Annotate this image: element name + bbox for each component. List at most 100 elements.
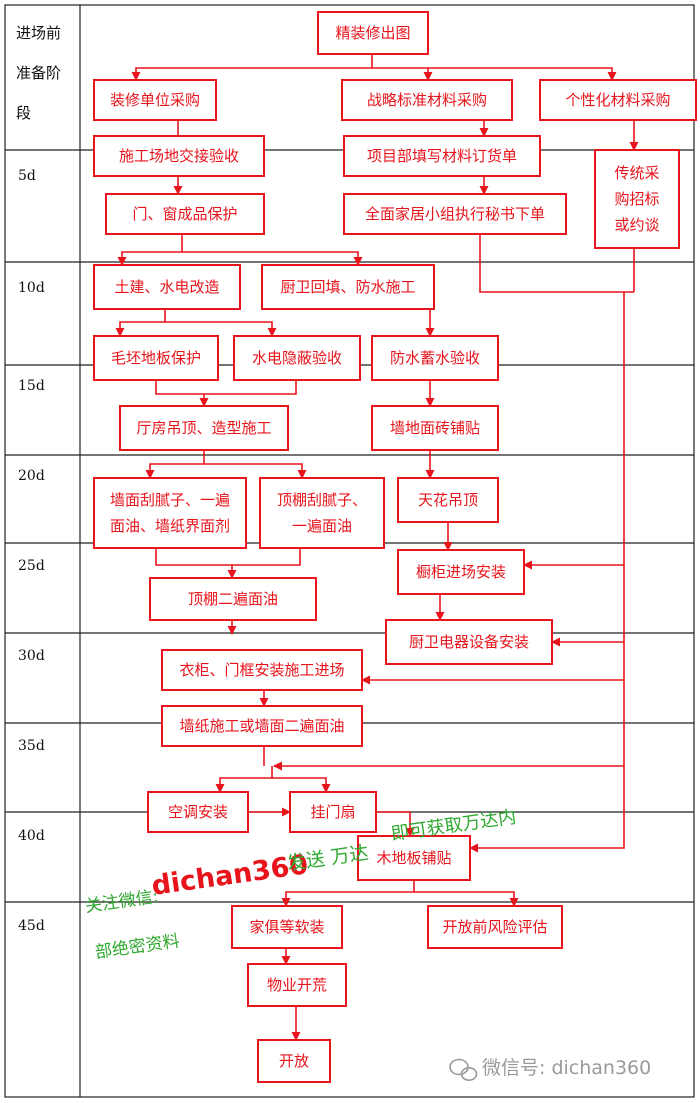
step-box-n16: 墙地面砖铺贴 (371, 405, 499, 451)
step-box-n14: 防水蓄水验收 (371, 335, 499, 381)
step-label: 橱柜进场安装 (416, 563, 506, 581)
step-label: 墙纸施工或墙面二遍面油 (179, 717, 344, 735)
step-label: 毛坯地板保护 (111, 349, 201, 367)
step-box-n11: 厨卫回填、防水施工 (261, 264, 435, 310)
flow-connector (204, 380, 297, 395)
step-box-n25: 空调安装 (147, 791, 249, 833)
stage-25d: 25d (18, 558, 45, 574)
step-label: 水电隐蔽验收 (252, 349, 342, 367)
step-box-n2: 装修单位采购 (93, 79, 217, 121)
step-frame (149, 577, 317, 621)
step-label: 装修单位采购 (110, 91, 200, 109)
flow-connector (215, 766, 273, 793)
step-label: 开放前风险评估 (442, 918, 547, 936)
step-box-n26: 挂门扇 (289, 791, 377, 833)
step-box-n18: 顶棚刮腻子、一遍面油 (259, 477, 385, 549)
flow-connector (428, 67, 617, 81)
step-box-n10: 土建、水电改造 (93, 264, 241, 310)
flow-connector (115, 309, 166, 337)
flow-connector (376, 811, 415, 837)
stage-prep-line-2: 准备阶 (16, 64, 61, 82)
step-box-n29: 开放前风险评估 (427, 905, 563, 949)
step-label: 墙面刮腻子、一遍 (110, 491, 230, 509)
step-label: 厨卫回填、防水施工 (280, 278, 415, 296)
step-label: 挂门扇 (310, 803, 355, 821)
stage-20d: 20d (18, 468, 45, 484)
flow-connectors (115, 54, 639, 1041)
step-box-n13: 水电隐蔽验收 (233, 335, 361, 381)
flow-connector (272, 777, 331, 793)
flow-connector (232, 548, 301, 566)
step-box-n9: 全面家居小组执行秘书下单 (343, 193, 567, 235)
step-label: 施工场地交接验收 (119, 147, 239, 165)
flow-connector (155, 380, 204, 395)
stage-45d: 45d (18, 918, 45, 934)
step-frame (371, 405, 499, 451)
stage-labels: 进场前 准备阶 段 5d 10d 15d 20d 25d 30d 35d 40d… (16, 24, 61, 934)
step-box-n6: 项目部填写材料订货单 (343, 135, 541, 177)
step-frame (259, 477, 385, 549)
step-box-n15: 厅房吊顶、造型施工 (119, 405, 289, 451)
step-frame (289, 791, 377, 833)
step-frame (93, 264, 241, 310)
step-box-n21: 顶棚二遍面油 (149, 577, 317, 621)
stage-prep-line-1: 进场前 (16, 24, 61, 42)
wechat-icon (449, 1058, 478, 1082)
step-frame (93, 335, 219, 381)
step-frame (93, 135, 265, 177)
step-box-n5: 施工场地交接验收 (93, 135, 265, 177)
step-label: 顶棚二遍面油 (188, 590, 278, 608)
stage-10d: 10d (18, 280, 45, 296)
step-label: 全面家居小组执行秘书下单 (365, 205, 545, 223)
step-label: 个性化材料采购 (565, 91, 670, 109)
step-frame (341, 79, 513, 121)
step-box-n3: 战略标准材料采购 (341, 79, 513, 121)
step-label: 防水蓄水验收 (390, 349, 480, 367)
flow-connector (131, 54, 373, 81)
step-frame (343, 193, 567, 235)
step-label: 墙地面砖铺贴 (390, 419, 480, 437)
step-box-n17: 墙面刮腻子、一遍面油、墙纸界面剂 (93, 477, 247, 549)
stage-prep-line-3: 段 (16, 104, 31, 122)
flow-connector (182, 251, 363, 266)
step-frame (317, 11, 429, 55)
step-box-n8: 门、窗成品保护 (105, 193, 265, 235)
step-box-n24: 墙纸施工或墙面二遍面油 (161, 705, 363, 747)
step-label: 一遍面油 (292, 517, 352, 535)
step-box-n12: 毛坯地板保护 (93, 335, 219, 381)
flow-connector (281, 880, 415, 907)
step-label: 木地板铺贴 (376, 849, 451, 867)
step-frame (233, 335, 361, 381)
flow-connector (372, 67, 433, 81)
step-box-n30: 物业开荒 (247, 963, 347, 1007)
step-box-n1: 精装修出图 (317, 11, 429, 55)
step-label: 天花吊顶 (418, 491, 478, 509)
step-label: 衣柜、门框安装施工进场 (179, 661, 344, 679)
flow-connector (165, 321, 277, 337)
stage-5d: 5d (18, 168, 36, 184)
step-label: 厨卫电器设备安装 (409, 633, 529, 651)
flow-connector (414, 891, 519, 907)
flow-connector (145, 450, 205, 479)
step-frame (93, 477, 247, 549)
step-frame (247, 963, 347, 1007)
flow-connector (469, 292, 625, 853)
step-frame (539, 79, 697, 121)
step-label: 项目部填写材料订货单 (367, 147, 517, 165)
step-label: 厅房吊顶、造型施工 (136, 419, 271, 437)
step-frame (357, 835, 471, 881)
step-label: 面油、墙纸界面剂 (110, 517, 230, 535)
step-frame (371, 335, 499, 381)
step-frame (343, 135, 541, 177)
step-label: 精装修出图 (335, 24, 410, 42)
flow-connector (155, 548, 232, 566)
step-frame (261, 264, 435, 310)
step-label: 战略标准材料采购 (367, 91, 487, 109)
stage-15d: 15d (18, 378, 45, 394)
flow-connector (204, 463, 307, 479)
flow-connector (479, 234, 634, 293)
step-frame (147, 791, 249, 833)
